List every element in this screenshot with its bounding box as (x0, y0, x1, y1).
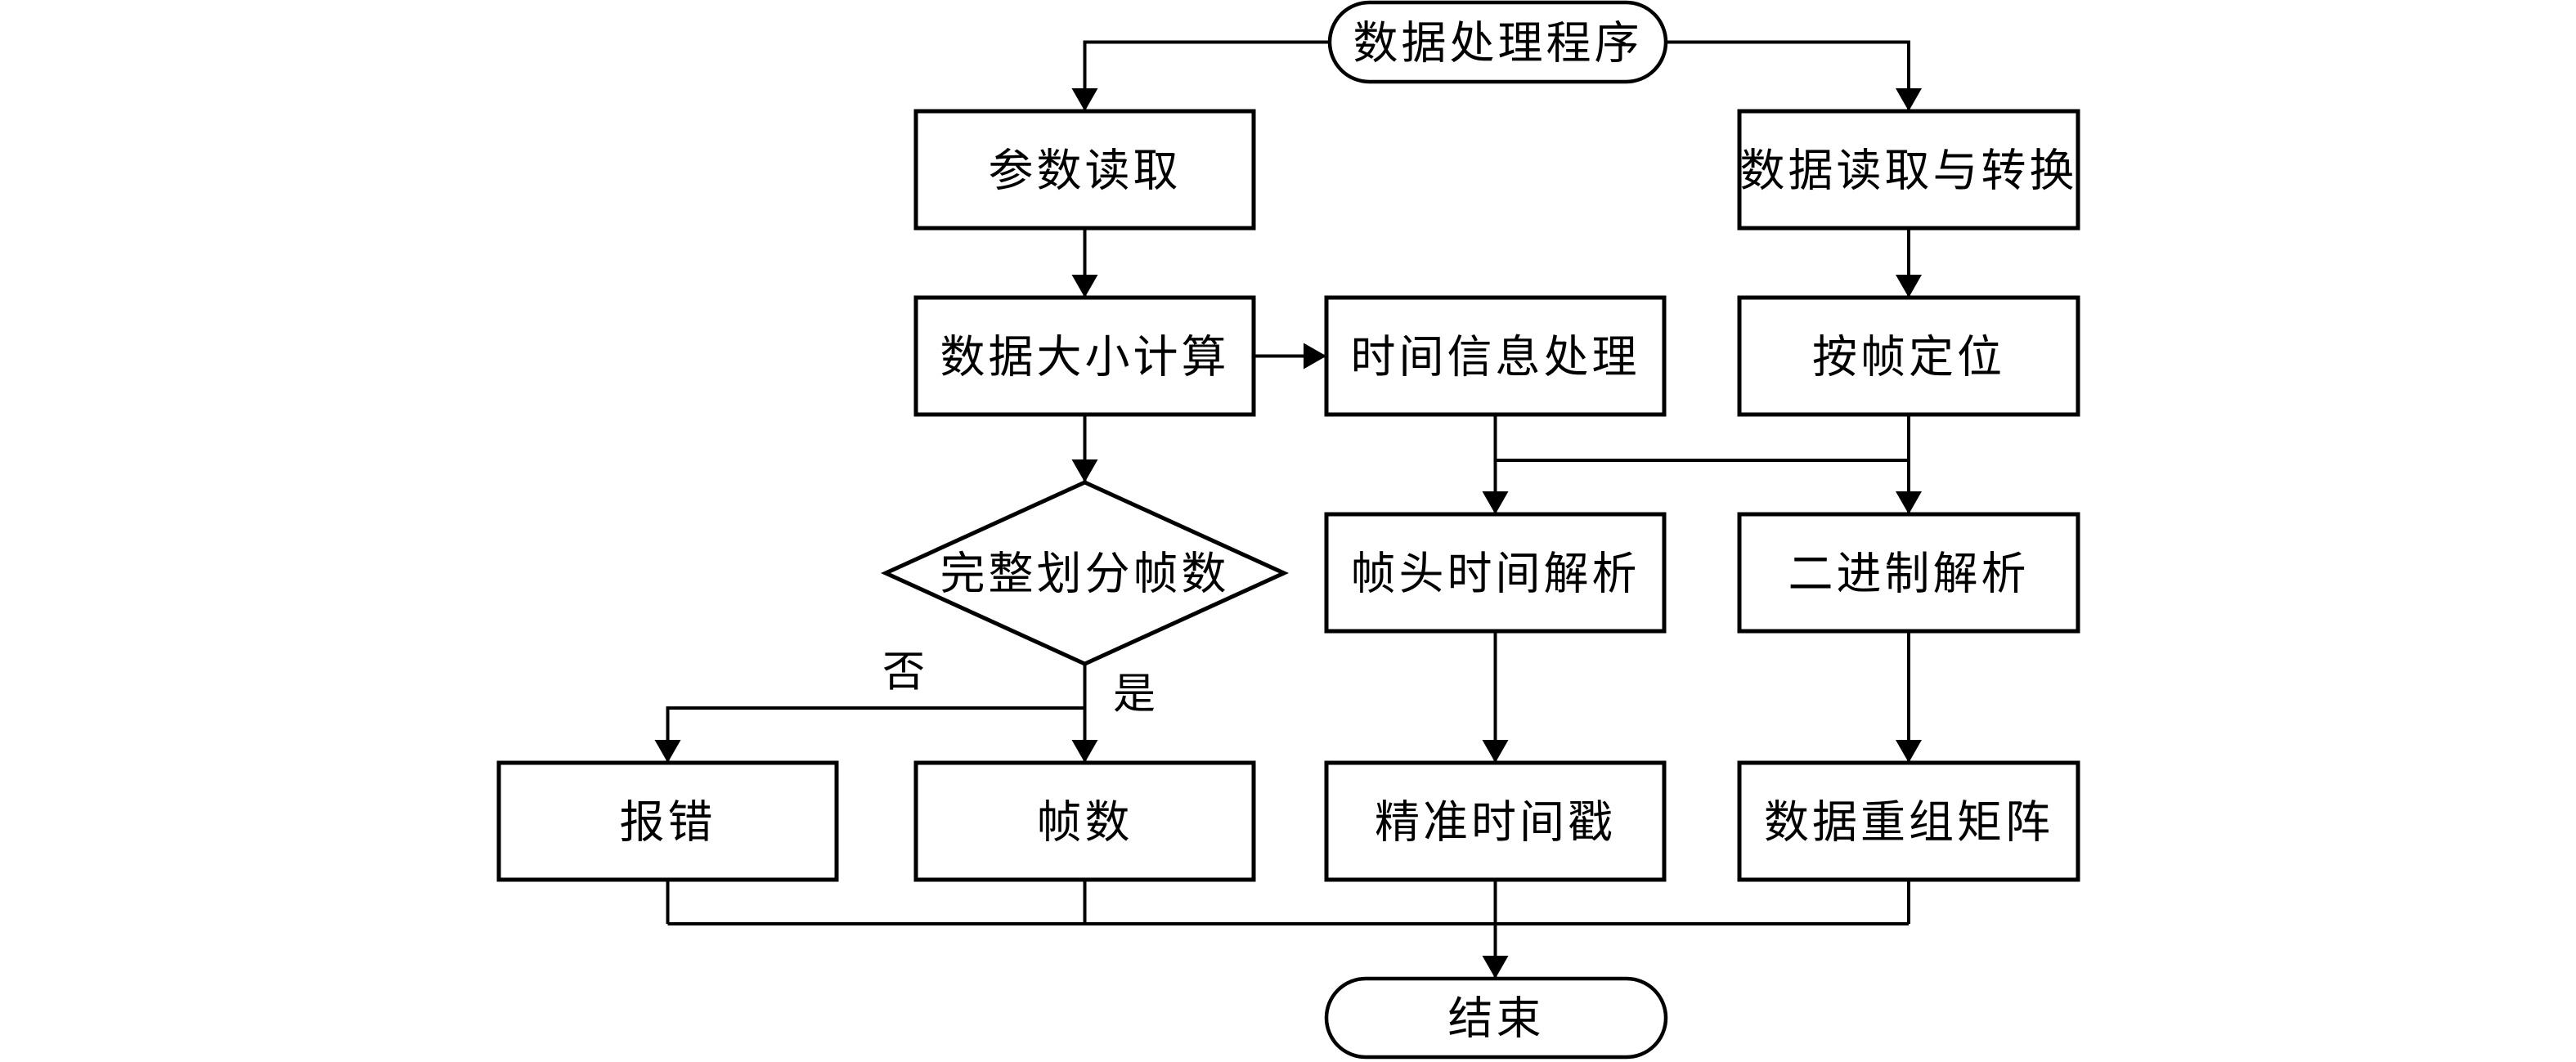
data-read-convert-box (1737, 109, 2080, 231)
node-decision-full-frames: 完整划分帧数 (880, 480, 1290, 666)
frame-count-box (913, 760, 1256, 882)
binary-parse-label: 二进制解析 (1788, 549, 2029, 599)
data-size-calc-box (913, 295, 1256, 417)
frame-count-label: 帧数 (1036, 798, 1133, 848)
time-info-proc-box (1324, 295, 1667, 417)
precise-timestamp-box (1324, 760, 1667, 882)
node-frame-header-time-parse: 帧头时间解析 (1324, 512, 1667, 634)
decision-no-label: 否 (882, 650, 925, 697)
time-info-proc-label: 时间信息处理 (1350, 333, 1640, 383)
edge-start-to-param-read (1071, 40, 1330, 111)
frame-locate-box (1737, 295, 2080, 417)
node-start: 数据处理程序 (1327, 0, 1668, 84)
end-label: 结束 (1447, 994, 1544, 1044)
decision-diamond (880, 480, 1290, 666)
edges (654, 40, 1922, 979)
edge-decision-no-to-error-report (654, 706, 1085, 763)
node-frame-locate: 按帧定位 (1737, 295, 2080, 417)
data-reorg-matrix-label: 数据重组矩阵 (1764, 798, 2053, 848)
decision-label: 完整划分帧数 (940, 549, 1229, 599)
start-terminator-shape (1327, 0, 1668, 84)
frame-locate-label: 按帧定位 (1812, 333, 2005, 383)
node-data-read-convert: 数据读取与转换 (1737, 109, 2080, 231)
error-report-label: 报错 (619, 798, 716, 848)
node-frame-count: 帧数 (913, 760, 1256, 882)
data-read-convert-label: 数据读取与转换 (1739, 146, 2077, 196)
frame-header-time-parse-box (1324, 512, 1667, 634)
frame-header-time-parse-label: 帧头时间解析 (1350, 549, 1640, 599)
data-reorg-matrix-box (1737, 760, 2080, 882)
binary-parse-box (1737, 512, 2080, 634)
node-binary-parse: 二进制解析 (1737, 512, 2080, 634)
error-report-box (496, 760, 839, 882)
edge-start-to-data-read-convert (1666, 40, 1922, 111)
node-precise-timestamp: 精准时间戳 (1324, 760, 1667, 882)
end-terminator-shape (1324, 976, 1668, 1060)
node-param-read: 参数读取 (913, 109, 1256, 231)
param-read-box (913, 109, 1256, 231)
node-time-info-proc: 时间信息处理 (1324, 295, 1667, 417)
decision-yes-label: 是 (1113, 672, 1156, 719)
node-data-reorg-matrix: 数据重组矩阵 (1737, 760, 2080, 882)
start-label: 数据处理程序 (1353, 19, 1642, 69)
param-read-label: 参数读取 (988, 146, 1181, 196)
node-data-size-calc: 数据大小计算 (913, 295, 1256, 417)
data-size-calc-label: 数据大小计算 (940, 333, 1229, 383)
node-end: 结束 (1324, 976, 1668, 1060)
node-error-report: 报错 (496, 760, 839, 882)
precise-timestamp-label: 精准时间戳 (1375, 798, 1616, 848)
